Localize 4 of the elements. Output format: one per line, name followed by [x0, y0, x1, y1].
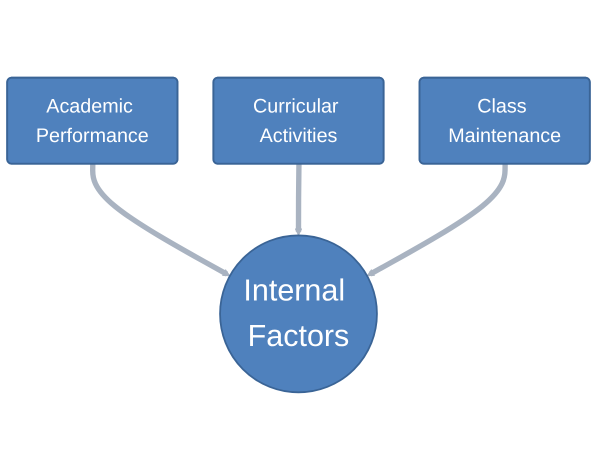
- node-circle: Internal Factors: [219, 234, 378, 394]
- arrow: [366, 164, 508, 276]
- arrow: [90, 164, 230, 276]
- arrow: [294, 164, 302, 236]
